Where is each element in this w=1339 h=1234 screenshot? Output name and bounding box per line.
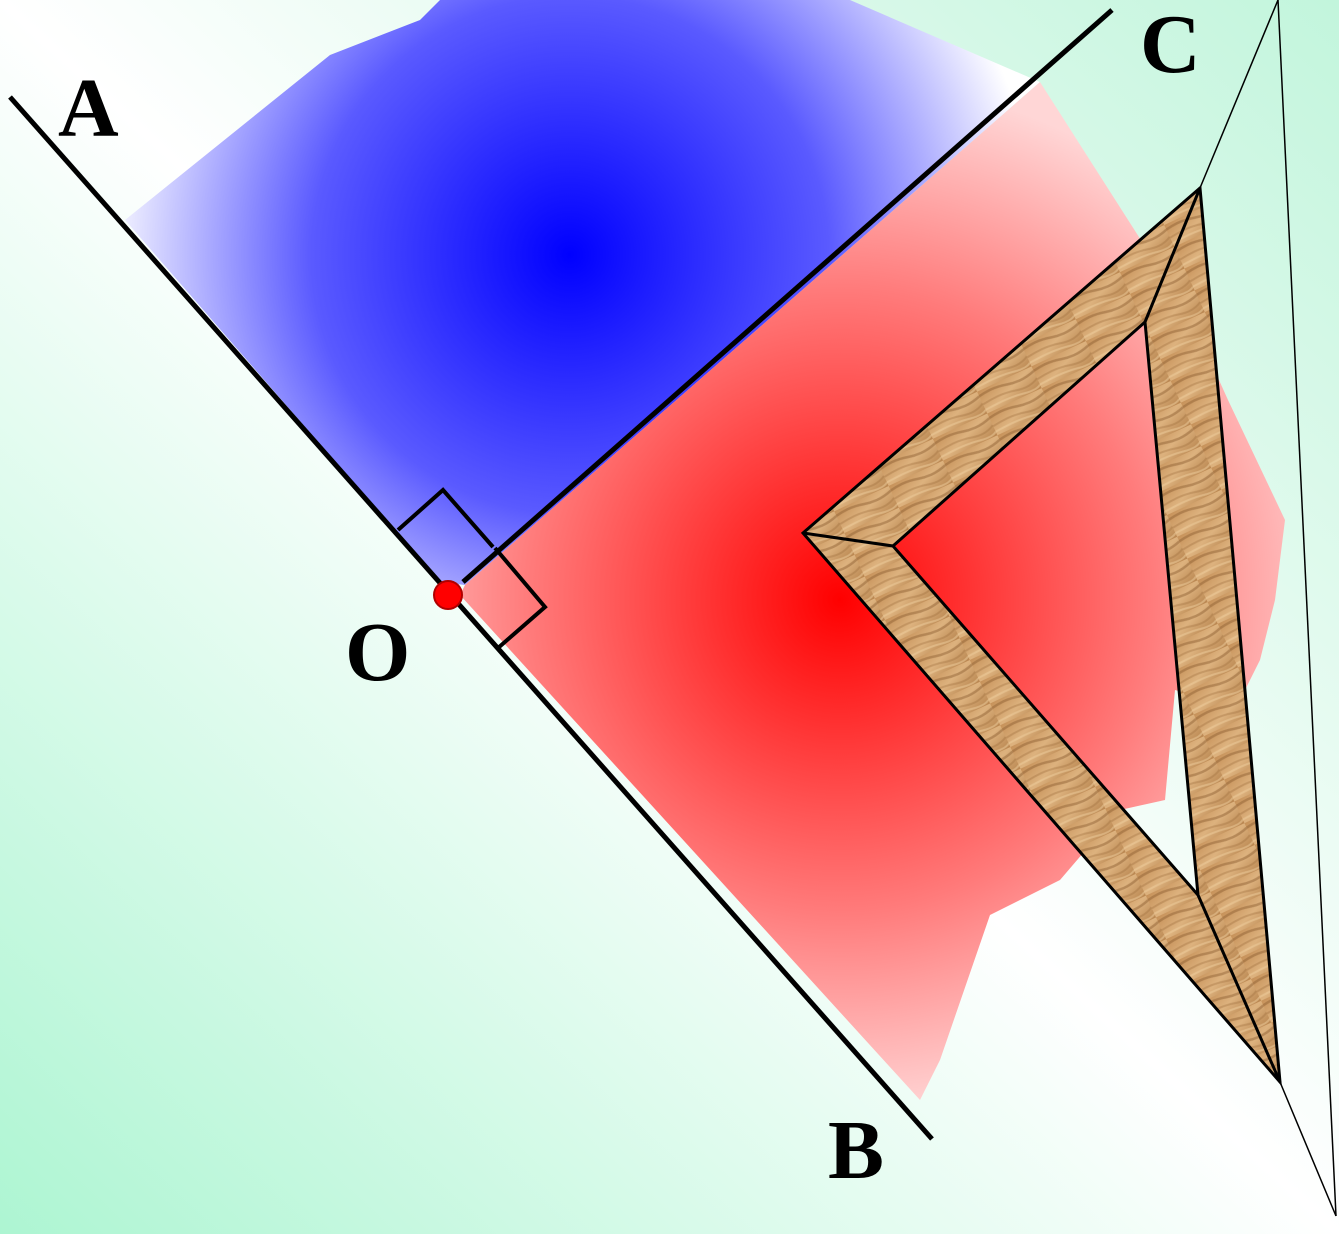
label-o: O — [345, 606, 410, 699]
point-o — [433, 580, 463, 610]
set-square-triangle — [800, 184, 1282, 1087]
triangle-guide-line — [1277, 0, 1337, 1217]
triangle-guide-line-lower — [1279, 1081, 1337, 1217]
line-ab — [8, 95, 934, 1141]
label-b: B — [828, 1104, 884, 1197]
set-square-bevel-1 — [802, 531, 894, 548]
set-square-bevel-2 — [1143, 187, 1202, 323]
right-angle-marker-aoc — [396, 487, 495, 549]
set-square-bevel-3 — [1196, 894, 1282, 1083]
triangle-guide-line-upper — [1199, 0, 1279, 189]
label-a: A — [58, 62, 119, 155]
ray-oc — [461, 8, 1114, 584]
label-c: C — [1140, 0, 1201, 91]
right-angle-marker-cob — [493, 546, 548, 650]
blue-region — [125, 0, 1040, 585]
